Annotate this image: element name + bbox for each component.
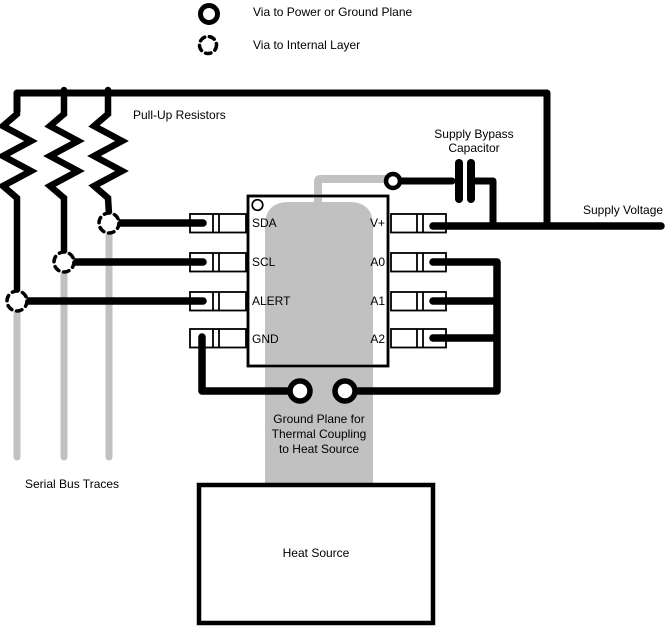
ic-pads	[189, 213, 447, 349]
pullup-resistor-3	[87, 86, 129, 218]
internal-layer-via-icon	[197, 34, 219, 56]
ground-return-trace	[354, 258, 501, 395]
pin-label-scl: SCL	[252, 255, 276, 269]
pad-scl	[189, 252, 247, 273]
gnd-trace	[198, 333, 291, 395]
supply-voltage-label: Supply Voltage	[583, 203, 663, 217]
power-ground-via-icon	[198, 3, 220, 25]
capacitor-power-via	[383, 171, 403, 191]
ground-plane-label-line1: Ground Plane for	[273, 412, 364, 426]
pullup-resistor-1	[0, 89, 38, 296]
legend: Via to Power or Ground Plane Via to Inte…	[197, 3, 413, 56]
pin-label-sda: SDA	[252, 216, 277, 230]
pin-label-gnd: GND	[252, 332, 279, 346]
ground-plane-label-line2: Thermal Coupling	[272, 427, 367, 441]
heat-source-label: Heat Source	[283, 546, 350, 560]
supply-bypass-label-line1: Supply Bypass	[434, 127, 513, 141]
pin-label-a0: A0	[370, 255, 385, 269]
ground-via-1	[287, 378, 313, 404]
supply-bypass-label-line2: Capacitor	[448, 141, 499, 155]
bypass-capacitor	[455, 159, 475, 203]
ground-plane-band	[265, 202, 373, 487]
pin-label-a2: A2	[370, 332, 385, 346]
pad-a0	[390, 252, 447, 273]
pin-label-alert: ALERT	[252, 294, 291, 308]
heat-source-box	[196, 482, 436, 626]
internal-via-3	[97, 211, 121, 235]
pull-up-resistors	[0, 86, 129, 296]
ic-pin1-marker-icon	[251, 198, 264, 212]
pullup-resistor-2	[43, 86, 85, 257]
pull-up-resistors-label: Pull-Up Resistors	[133, 108, 226, 122]
thermal-via-trace	[314, 175, 390, 204]
internal-via-2	[52, 250, 76, 274]
ground-via-2	[332, 378, 358, 404]
serial-bus-traces-label: Serial Bus Traces	[25, 477, 119, 491]
legend-power-via-label: Via to Power or Ground Plane	[253, 5, 413, 19]
legend-internal-via-label: Via to Internal Layer	[253, 38, 360, 52]
ground-plane-label-line3: to Heat Source	[279, 442, 359, 456]
ic-pin-labels: SDA SCL ALERT GND V+ A0 A1 A2	[252, 216, 385, 346]
pin-label-a1: A1	[370, 294, 385, 308]
ic-body-border	[246, 194, 390, 368]
pin-label-vplus: V+	[370, 216, 385, 230]
capacitor-to-supply-trace	[470, 177, 497, 230]
pad-sda	[189, 213, 247, 234]
signal-traces	[24, 177, 665, 395]
internal-via-1	[5, 289, 29, 313]
